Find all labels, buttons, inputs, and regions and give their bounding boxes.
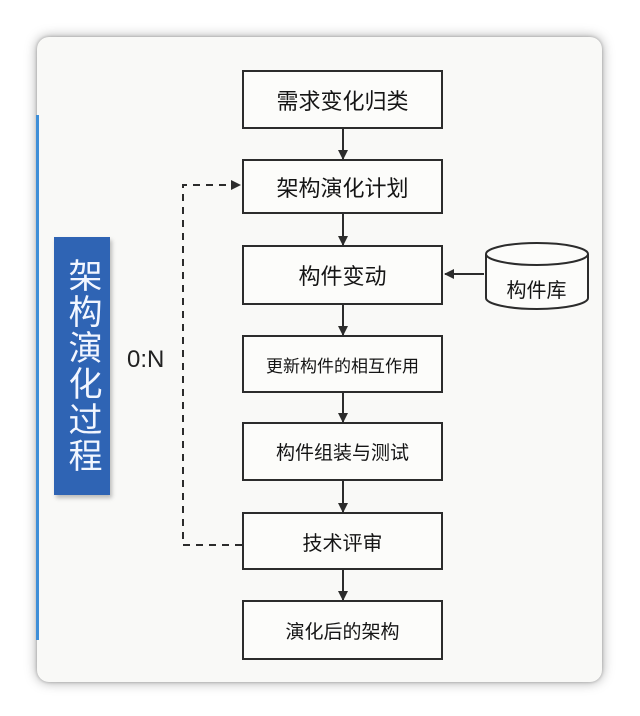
step-component-change: 构件变动	[242, 245, 443, 305]
step-assembly-and-testing: 构件组装与测试	[242, 422, 443, 481]
step-evolved-architecture: 演化后的架构	[242, 600, 443, 660]
loop-count-label: 0:N	[127, 346, 165, 373]
step-label: 演化后的架构	[285, 620, 400, 643]
side-label-text: 架构演化过程	[62, 258, 102, 474]
step-label: 技术评审	[302, 530, 383, 555]
component-library-cylinder	[485, 242, 589, 310]
step-requirement-classification: 需求变化归类	[242, 70, 443, 129]
component-library-label: 构件库	[506, 278, 567, 302]
step-evolution-plan: 架构演化计划	[242, 159, 443, 214]
side-label-box: 架构演化过程	[54, 237, 110, 495]
accent-rule	[36, 115, 39, 640]
feedback-loop-arrow	[182, 180, 242, 546]
step-label: 更新构件的相互作用	[266, 356, 419, 377]
step-label: 构件变动	[298, 265, 387, 290]
step-label: 需求变化归类	[276, 89, 409, 115]
step-technical-review: 技术评审	[242, 512, 443, 570]
step-label: 架构演化计划	[276, 176, 409, 202]
step-update-interactions: 更新构件的相互作用	[242, 335, 443, 393]
step-label: 构件组装与测试	[275, 442, 409, 464]
